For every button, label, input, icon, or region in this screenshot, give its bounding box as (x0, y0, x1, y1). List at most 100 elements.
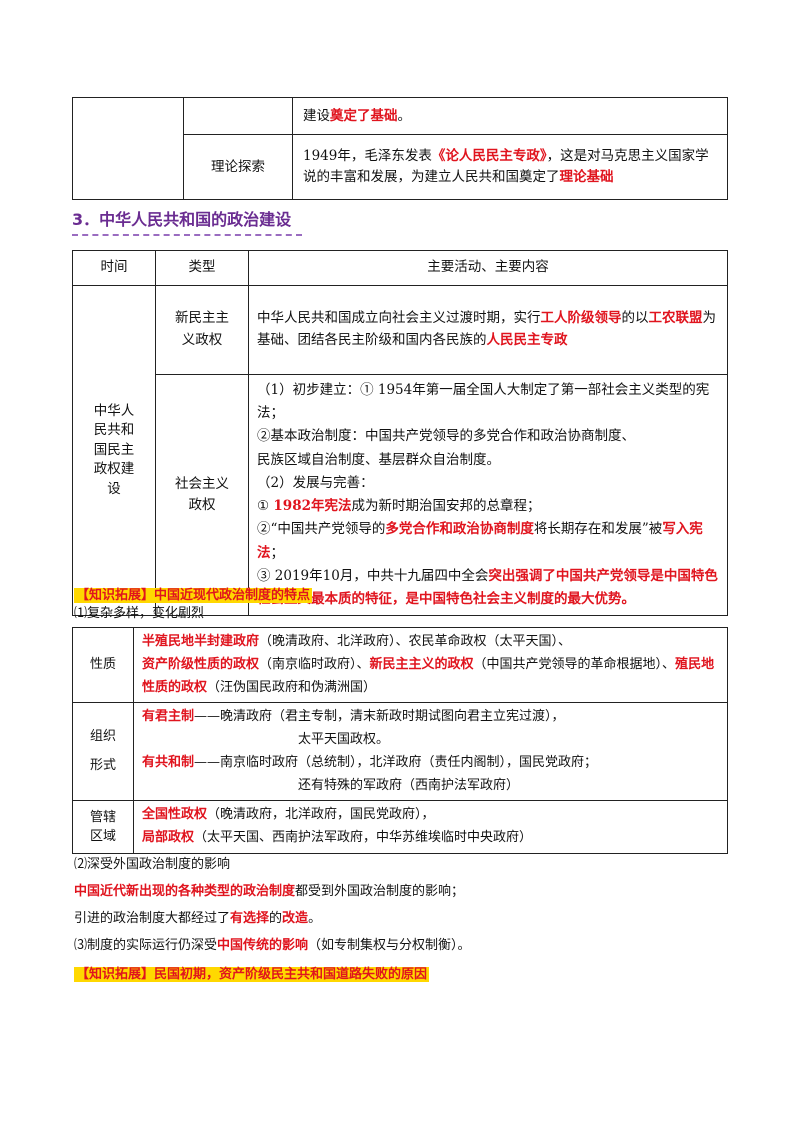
content-line: 民族区域自治制度、基层群众自治制度。 (257, 451, 500, 468)
emphasis-text: 中国传统的影响 (217, 938, 309, 953)
table-cell-empty (72, 97, 184, 200)
row-label: 性质 (72, 626, 134, 704)
text: （南京临时政府）、 (259, 656, 370, 672)
text: （汪伪国民政府和伪满洲国） (207, 679, 377, 695)
header-time: 时间 (72, 250, 156, 286)
type-cell: 新民主主义政权 (155, 285, 249, 375)
type-label: 新民主主义政权 (175, 310, 229, 348)
text: 引进的政治制度大都经过了 (74, 911, 231, 926)
emphasis-text: 有选择 (230, 911, 270, 926)
emphasis-text: 突出强调了中国共产党领导是中国特色社会主义最本质的特征，是中国特色社会主义制度的… (257, 567, 718, 607)
text: ，这是对马克思主义国家学说的丰富和发展，为建立人民共和国奠定了 (303, 148, 709, 185)
text: （晚清政府，北洋政府，国民党政府）， (207, 807, 435, 823)
table-row: 社会主义政权 （1）初步建立：① 1954年第一届全国人大制定了第一部社会主义类… (73, 373, 728, 617)
emphasis-text: 多党合作和政治协商制度 (385, 521, 534, 538)
emphasis-text: 工农联盟 (648, 310, 703, 327)
emphasis-text: 改造 (282, 911, 309, 926)
content-line: 太平天国政权。 (298, 732, 390, 747)
table-cell-content: 1949年，毛泽东发表《论人民民主专政》，这是对马克思主义国家学说的丰富和发展，… (292, 134, 728, 200)
paragraph: 中国近代新出现的各种类型的政治制度都受到外国政治制度的影响； (74, 882, 464, 902)
type-cell: 社会主义政权 (155, 373, 249, 617)
emphasis-text: 1982年宪法 (273, 498, 352, 515)
content-cell: 中华人民共和国成立向社会主义过渡时期，实行工人阶级领导的以工农联盟为基础、团结各… (248, 285, 728, 375)
emphasis-text: 人民民主专政 (486, 332, 568, 348)
text: ——晚清政府（君主专制，清末新政时期试图向君主立宪过渡）， (194, 709, 565, 725)
period-cell: 中华人民共和国民主政权建设 (72, 284, 156, 617)
section-heading: 3．中华人民共和国的政治建设 (72, 206, 302, 236)
emphasis-text: 工人阶级领导 (540, 310, 622, 327)
emphasis-text: 有共和制 (142, 754, 195, 770)
text: ⑶制度的实际运行仍深受 (74, 938, 218, 953)
text: ——南京临时政府（总统制），北洋政府（责任内阁制），国民党政府； (194, 754, 598, 770)
text: ③ 2019年10月，中共十九届四中全会 (257, 567, 489, 584)
text: ； (270, 544, 285, 561)
emphasis-text: 奠定了基础 (330, 107, 398, 124)
content-line: （2）发展与完善： (257, 474, 374, 491)
text: 。 (397, 107, 412, 124)
paragraph: 引进的政治制度大都经过了有选择的改造。 (74, 909, 321, 929)
content-line: 还有特殊的军政府（西南护法军政府） (298, 777, 520, 793)
content-line: ① 1982年宪法成为新时期治国安邦的总章程； (257, 495, 719, 518)
table-row: 理论探索 1949年，毛泽东发表《论人民民主专政》，这是对马克思主义国家学说的丰… (73, 134, 728, 200)
label-text: 组织形式 (89, 729, 116, 773)
emphasis-text: 殖民地性质的政权 (142, 656, 715, 695)
table-cell-label: 理论探索 (183, 134, 293, 200)
highlight-text: 【知识拓展】中国近现代政治制度的特点 (74, 588, 313, 603)
emphasis-text: 有君主制 (142, 709, 195, 725)
text: 。 (308, 911, 322, 926)
emphasis-text: 半殖民地半封建政府 (142, 634, 260, 649)
text: 都受到外国政治制度的影响； (295, 884, 465, 899)
knowledge-extension-heading: 【知识拓展】民国初期，资产阶级民主共和国道路失败的原因 (74, 963, 430, 982)
knowledge-extension-heading: 【知识拓展】中国近现代政治制度的特点 (74, 584, 313, 603)
table-row: 管辖区域 全国性政权（晚清政府，北洋政府，国民党政府）， 局部政权（太平天国、西… (72, 800, 728, 854)
text: 中华人民共和国成立向社会主义过渡时期，实行 (257, 310, 541, 327)
content-line: （1）初步建立：① 1954年第一届全国人大制定了第一部社会主义类型的宪法； (257, 382, 710, 422)
label-text: 管辖区域 (89, 809, 116, 845)
row-content: 全国性政权（晚清政府，北洋政府，国民党政府）， 局部政权（太平天国、西南护法军政… (133, 800, 728, 854)
text: 1949年，毛泽东发表 (303, 148, 432, 165)
text: 的 (269, 911, 283, 926)
emphasis-text: 理论基础 (559, 169, 614, 185)
emphasis-text: 写入宪法 (257, 521, 703, 561)
emphasis-text: 资产阶级性质的政权 (142, 656, 260, 672)
row-content: 有君主制——晚清政府（君主专制，清末新政时期试图向君主立宪过渡）， 太平天国政权… (133, 702, 728, 802)
text: 的以 (621, 310, 649, 327)
table-row: 性质 半殖民地半封建政府（晚清政府、北洋政府）、农民革命政权（太平天国）、 资产… (72, 626, 728, 704)
text: ②“中国共产党领导的 (257, 521, 386, 538)
table-row: 组织形式 有君主制——晚清政府（君主专制，清末新政时期试图向君主立宪过渡）， 太… (72, 702, 728, 802)
emphasis-text: 新民主主义的政权 (369, 656, 474, 672)
content-line: ②基本政治制度：中国共产党领导的多党合作和政治协商制度、 (257, 428, 635, 445)
row-content: 半殖民地半封建政府（晚清政府、北洋政府）、农民革命政权（太平天国）、 资产阶级性… (133, 626, 728, 704)
text: （晚清政府、北洋政府）、农民革命政权（太平天国）、 (259, 634, 572, 649)
emphasis-text: 《论人民民主专政》 (431, 148, 547, 165)
text: 将长期存在和发展”被 (533, 521, 663, 538)
text: （如专制集权与分权制衡）。 (308, 938, 471, 953)
type-label: 社会主义政权 (175, 475, 229, 514)
table-cell-empty (183, 97, 293, 135)
paragraph: ⑶制度的实际运行仍深受中国传统的影响（如专制集权与分权制衡）。 (74, 936, 471, 956)
table-row: 中华人民共和国民主政权建设 新民主主义政权 中华人民共和国成立向社会主义过渡时期… (72, 284, 728, 617)
emphasis-text: 局部政权 (142, 830, 195, 845)
header-type: 类型 (155, 250, 249, 286)
table-header-row: 时间 类型 主要活动、主要内容 (72, 250, 728, 286)
paragraph: ⑴复杂多样，变化剧烈 (74, 606, 205, 621)
table-cell-content: 建设奠定了基础。 (292, 97, 728, 135)
content-line: ③ 2019年10月，中共十九届四中全会突出强调了中国共产党领导是中国特色社会主… (257, 565, 719, 611)
highlight-text: 【知识拓展】民国初期，资产阶级民主共和国道路失败的原因 (74, 967, 430, 982)
period-label: 中华人民共和国民主政权建设 (93, 402, 135, 497)
table-characteristics: 性质 半殖民地半封建政府（晚清政府、北洋政府）、农民革命政权（太平天国）、 资产… (72, 626, 728, 854)
text: （太平天国、西南护法军政府，中华苏维埃临时中央政府） (194, 830, 533, 845)
content-line: 有共和制——南京临时政府（总统制），北洋政府（责任内阁制），国民党政府； (142, 752, 719, 775)
table-political-construction: 时间 类型 主要活动、主要内容 中华人民共和国民主政权建设 新民主主义政权 中华… (72, 250, 728, 617)
content-line: ②“中国共产党领导的多党合作和政治协商制度将长期存在和发展”被写入宪法； (257, 518, 719, 564)
text: ① (257, 498, 274, 515)
content-cell: （1）初步建立：① 1954年第一届全国人大制定了第一部社会主义类型的宪法； ②… (248, 373, 728, 617)
table-political-foundation: 建设奠定了基础。 理论探索 1949年，毛泽东发表《论人民民主专政》，这是对马克… (72, 97, 728, 200)
text: （中国共产党领导的革命根据地）、 (473, 656, 676, 672)
paragraph: ⑵深受外国政治制度的影响 (74, 857, 231, 872)
table-row: 建设奠定了基础。 (72, 97, 728, 200)
text: 成为新时期治国安邦的总章程； (351, 498, 541, 515)
row-label: 组织形式 (72, 702, 134, 802)
header-content: 主要活动、主要内容 (248, 250, 728, 286)
row-label: 管辖区域 (72, 800, 134, 854)
